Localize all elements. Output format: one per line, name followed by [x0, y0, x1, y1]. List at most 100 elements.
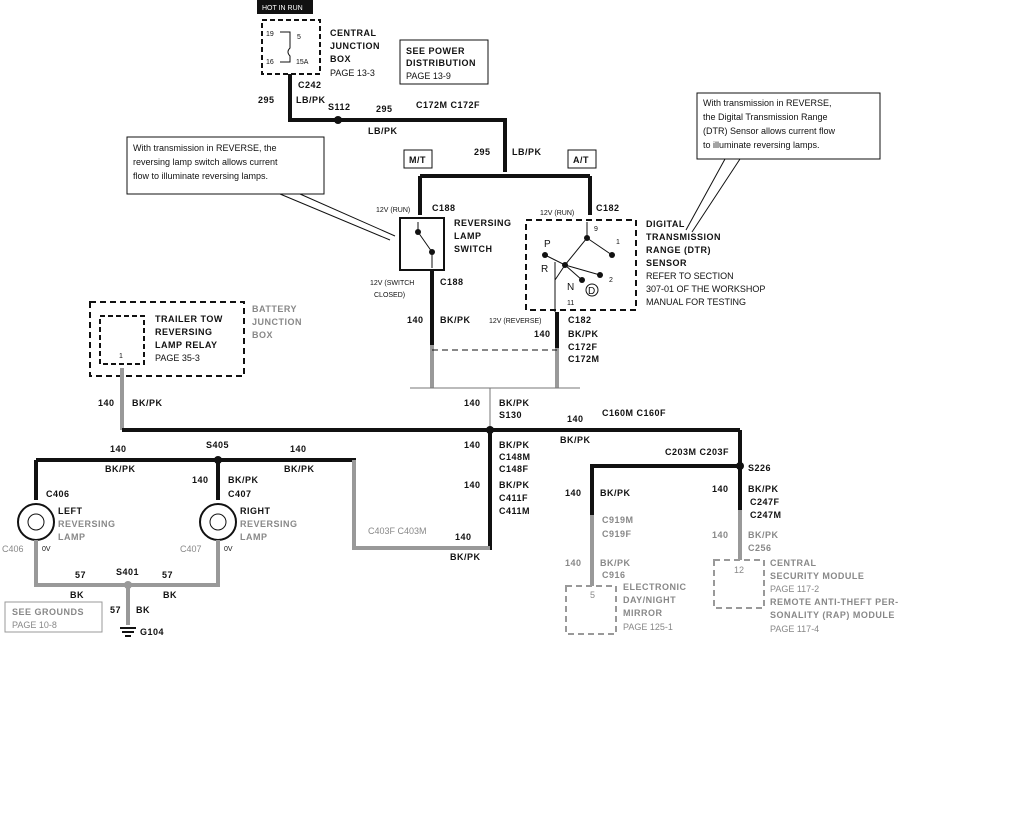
grounds-page: PAGE 10-8: [12, 620, 57, 630]
dtr-node-9: [584, 235, 590, 241]
lbpk-b: LB/PK: [368, 126, 398, 136]
center-bkpk-a: BK/PK: [499, 398, 530, 408]
c407-label: C407: [228, 489, 252, 499]
dtr-wire-bkpk: BK/PK: [568, 329, 599, 339]
lbpk-a: LB/PK: [296, 95, 326, 105]
c411f-label: C411F: [499, 493, 528, 503]
central-junction-box: [261, 19, 321, 75]
bjb-name-3: BOX: [252, 330, 273, 340]
csm-bkpk-d: BK/PK: [748, 530, 779, 540]
electronic-mirror: [565, 585, 617, 635]
c247m-label: C247M: [750, 510, 782, 520]
c407-bottom: C407: [180, 544, 202, 554]
c411m-label: C411M: [499, 506, 530, 516]
lamps-bkpk-right: BK/PK: [284, 464, 315, 474]
see-power-page: PAGE 13-9: [406, 71, 451, 81]
c247f-label: C247F: [750, 497, 780, 507]
dtr-name-2: TRANSMISSION: [646, 232, 721, 242]
lamps-bkpk-left: BK/PK: [105, 464, 136, 474]
lamps-bk-c: BK: [136, 605, 150, 615]
dtr-12v-reverse: 12V (REVERSE): [489, 318, 542, 325]
relay-name-1: TRAILER TOW: [155, 314, 223, 324]
center-140-c: 140: [464, 440, 481, 450]
lamps-57-b: 57: [162, 570, 173, 580]
mt-label: M/T: [409, 155, 426, 165]
dtr-name-1: DIGITAL: [646, 219, 685, 229]
dtr-pin-2: 2: [609, 277, 613, 284]
dtr-note-2: the Digital Transmission Range: [703, 112, 828, 122]
wire-295-b: 295: [376, 104, 393, 114]
dtr-note-3: (DTR) Sensor allows current flow: [703, 126, 836, 136]
dtr-refer-3: MANUAL FOR TESTING: [646, 297, 746, 307]
hot-in-run-badge: [257, 0, 313, 14]
left-reversing-lamp: [17, 503, 55, 541]
see-grounds-box: [4, 601, 103, 633]
mirror-pin-5: 5: [590, 590, 595, 600]
wire-295-c: 295: [474, 147, 491, 157]
right-0v: 0V: [224, 546, 233, 553]
mt-at-merge: [410, 387, 580, 430]
left-lamp-name-1: LEFT: [58, 506, 83, 516]
dtr-callout-pointer: [685, 158, 741, 233]
csm-name-1: CENTRAL: [770, 558, 817, 568]
fuse-symbol: [280, 31, 291, 63]
right-lamp-name-3: LAMP: [240, 532, 268, 542]
c148f-label: C148F: [499, 464, 529, 474]
dtr-name-3: RANGE (DTR): [646, 245, 711, 255]
c403-140: 140: [455, 532, 472, 542]
right-lamp-name-1: RIGHT: [240, 506, 271, 516]
mirror-name-2: DAY/NIGHT: [623, 595, 676, 605]
dtr-note-4: to illuminate reversing lamps.: [703, 140, 820, 150]
dtr-node-n: [579, 277, 585, 283]
left-lamp-name-2: REVERSING: [58, 519, 116, 529]
c919m-label: C919M: [602, 515, 634, 525]
csm-140-d: 140: [712, 530, 729, 540]
lamps-bk-b: BK: [163, 590, 177, 600]
relay-name-3: LAMP RELAY: [155, 340, 218, 350]
c919f-label: C919F: [602, 529, 632, 539]
switch-arm: [417, 222, 433, 268]
splice-s405: [214, 456, 222, 464]
mt-box: [403, 149, 433, 169]
fuse-pin-16: 16: [266, 59, 274, 66]
c148m-label: C148M: [499, 452, 531, 462]
left-0v: 0V: [42, 546, 51, 553]
mt-callout-box: [126, 136, 325, 195]
c916-label: C916: [602, 570, 626, 580]
bjb-name-1: BATTERY: [252, 304, 297, 314]
mirror-name-1: ELECTRONIC: [623, 582, 687, 592]
reversing-lamp-switch: [399, 217, 445, 271]
mirror-140-a: 140: [565, 488, 582, 498]
dtr-12v-run: 12V (RUN): [540, 210, 574, 217]
center-bkpk-c: BK/PK: [499, 440, 530, 450]
left-lamp-bulb: [27, 513, 45, 531]
dtr-node-2: [597, 272, 603, 278]
dtr-note-1: With transmission in REVERSE,: [703, 98, 832, 108]
cjb-label-1: CENTRAL: [330, 28, 377, 38]
mt-callout-pointer: [279, 193, 396, 241]
central-security-module: [713, 559, 765, 609]
at-label: A/T: [573, 155, 589, 165]
wire-295-feed: [288, 74, 507, 172]
c172-connector-label: C172M C172F: [416, 100, 480, 110]
bjb-name-2: JUNCTION: [252, 317, 302, 327]
dtr-pin-1: 1: [616, 239, 620, 246]
center-bkpk-b: BK/PK: [560, 435, 591, 445]
dtr-callout-box: [696, 92, 881, 160]
dtr-node-center: [562, 262, 568, 268]
switch-name-2: LAMP: [454, 231, 482, 241]
s405-label: S405: [206, 440, 229, 450]
dtr-node-1: [609, 252, 615, 258]
trailer-tow-relay: [99, 315, 145, 365]
c188-top: C188: [432, 203, 456, 213]
relay-pin-1: 1: [119, 353, 123, 360]
ground-symbol: [120, 627, 136, 637]
center-140-a: 140: [464, 398, 481, 408]
cjb-page: PAGE 13-3: [330, 68, 375, 78]
dtr-c172m: C172M: [568, 354, 600, 364]
switch-wire-140: 140: [407, 315, 424, 325]
c182-top: C182: [596, 203, 620, 213]
csm-page: PAGE 117-2: [770, 584, 819, 594]
csm-bkpk-c: BK/PK: [748, 484, 779, 494]
